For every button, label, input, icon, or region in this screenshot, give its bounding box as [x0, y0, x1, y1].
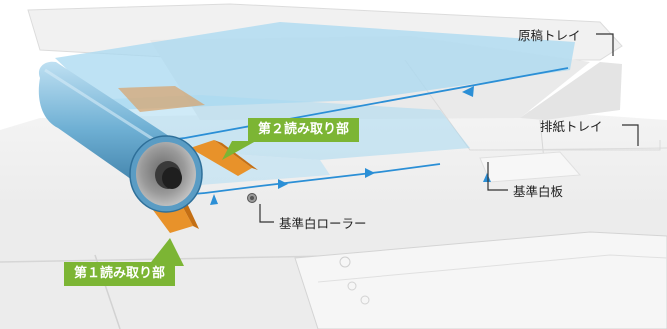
- roller-guide: [118, 86, 205, 112]
- second-reader-bar: [190, 140, 258, 176]
- reference-roller-label: 基準白ローラー: [279, 216, 367, 231]
- second-reader-label: 第２読み取り部: [248, 118, 360, 142]
- label-pointers: [148, 141, 256, 266]
- original-tray-label: 原稿トレイ: [518, 28, 581, 43]
- roller-cylinder: [38, 61, 203, 213]
- output-tray-label: 排紙トレイ: [540, 119, 603, 134]
- reference-roller-pin: [247, 193, 257, 203]
- reference-plate-label: 基準白板: [513, 184, 564, 199]
- leader-lines: [259, 33, 639, 223]
- first-reader-label: 第１読み取り部: [64, 262, 176, 286]
- control-panel: [294, 231, 667, 329]
